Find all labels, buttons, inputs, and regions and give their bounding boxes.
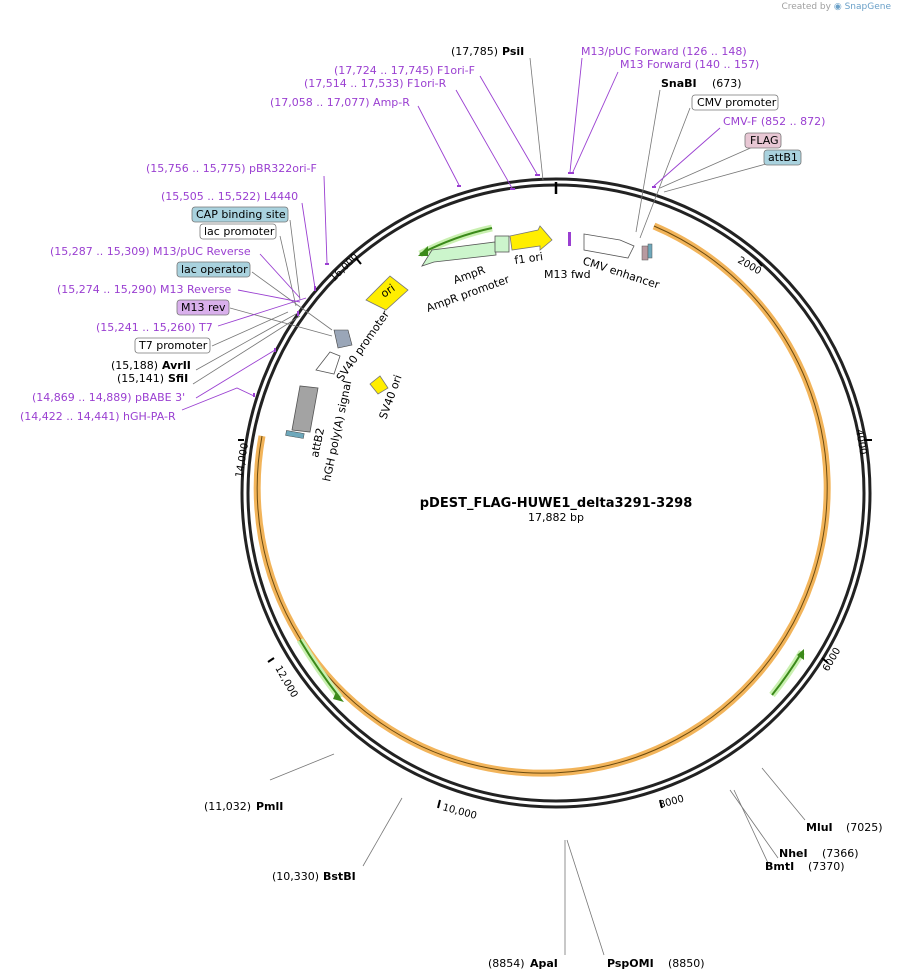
box-lac-operator-label: lac operator (181, 263, 248, 276)
ampr-promoter-box (494, 235, 510, 253)
f1-ori-arrow (509, 225, 553, 251)
promoter-cluster (333, 329, 353, 349)
site-bmti-pos: (7370) (808, 860, 845, 873)
orf-arc-line (256, 225, 828, 774)
site-psii-name: PsiI (502, 45, 524, 58)
box-cap-label: CAP binding site (196, 208, 286, 221)
site-apai-pos: (8854) (488, 957, 525, 970)
primer-t7: (15,241 .. 15,260) T7 (96, 321, 213, 334)
green-arrowhead-1 (333, 692, 344, 702)
site-avrii-pos: (15,188) (111, 359, 158, 372)
box-cmv-promoter (691, 94, 779, 111)
primer-m13puc-fwd: M13/pUC Forward (126 .. 148) (581, 45, 747, 58)
site-apai-name: ApaI (530, 957, 558, 970)
primer-m13puc-rev: (15,287 .. 15,309) M13/pUC Reverse (50, 245, 251, 258)
primer-m13-rev: (15,274 .. 15,290) M13 Reverse (57, 283, 231, 296)
site-snabi-name: SnaBI (661, 77, 697, 90)
credit-brand: SnapGene (844, 2, 891, 12)
label-m13-fwd: M13 fwd (544, 268, 591, 281)
label-f1-ori: f1 ori (514, 250, 544, 267)
primer-hgh-pa-r: (14,422 .. 14,441) hGH-PA-R (20, 410, 176, 423)
site-pmli-pos: (11,032) (204, 800, 251, 813)
primer-f1ori-f: (17,724 .. 17,745) F1ori-F (334, 64, 475, 77)
box-lac-promoter-label: lac promoter (204, 225, 275, 238)
site-snabi-pos: (673) (712, 77, 742, 90)
site-bmti-name: BmtI (765, 860, 794, 873)
box-lac-promoter (199, 223, 277, 240)
site-bstbi-pos: (10,330) (272, 870, 319, 883)
box-cmv-promoter-label: CMV promoter (697, 96, 777, 109)
primer-pbr322: (15,756 .. 15,775) pBR322ori-F (146, 162, 317, 175)
credit-prefix: Created by (781, 2, 831, 12)
box-cap (191, 206, 289, 223)
box-m13-rev-label: M13 rev (181, 301, 226, 314)
site-mlui-name: MluI (806, 821, 833, 834)
site-psii-pos: (17,785) (451, 45, 498, 58)
tick-marks (238, 257, 872, 809)
green-arc-2 (771, 651, 803, 696)
site-avrii-name: AvrII (162, 359, 191, 372)
label-cmv-enhancer: CMV enhancer (581, 254, 662, 291)
box-lac-operator (176, 261, 251, 278)
plasmid-name: pDEST_FLAG-HUWE1_delta3291-3298 (420, 496, 693, 511)
box-attb1-label: attB1 (768, 151, 798, 164)
site-nhei-name: NheI (779, 847, 808, 860)
green-arrowhead-3 (418, 246, 428, 256)
primer-l4440: (15,505 .. 15,522) L4440 (161, 190, 298, 203)
attb1-mark (647, 243, 653, 259)
primer-connectors (181, 57, 721, 411)
attb2-mark (285, 430, 305, 439)
ori-arrow (365, 275, 409, 311)
box-flag-label: FLAG (750, 134, 779, 147)
site-pmli-name: PmlI (256, 800, 283, 813)
credit: Created by ◉ SnapGene (781, 2, 891, 12)
site-bstbi-name: BstBI (323, 870, 356, 883)
tick-10000: 10,000 (441, 802, 478, 822)
box-t7-promoter-label: T7 promoter (138, 339, 208, 352)
site-sfii-name: SfiI (168, 372, 188, 385)
site-sfii-pos: (15,141) (117, 372, 164, 385)
sv40-ori-box (369, 375, 389, 395)
site-pspomi-pos: (8850) (668, 957, 705, 970)
primer-cmv-f: CMV-F (852 .. 872) (723, 115, 825, 128)
primer-amp-r: (17,058 .. 17,077) Amp-R (270, 96, 410, 109)
site-nhei-pos: (7366) (822, 847, 859, 860)
tick-16000: 16,000 (328, 252, 361, 285)
backbone-outer (240, 177, 872, 809)
flag-mark (641, 245, 649, 261)
tick-2000: 2000 (736, 255, 764, 277)
green-arrowhead-2 (797, 649, 804, 660)
tick-8000: 8000 (658, 794, 685, 811)
cmv-enhancer-arrow (583, 233, 635, 259)
primer-pbabe: (14,869 .. 14,889) pBABE 3' (32, 391, 185, 404)
site-mlui-pos: (7025) (846, 821, 883, 834)
label-attb2: attB2 (308, 427, 327, 459)
snapgene-logo-icon: ◉ (833, 2, 842, 12)
box-t7-promoter (134, 337, 211, 354)
sv40-promoter-arrow (315, 351, 341, 375)
primer-m13-fwd: M13 Forward (140 .. 157) (620, 58, 759, 71)
tick-4000: 4000 (853, 429, 868, 456)
box-attb1 (763, 149, 802, 166)
box-m13-rev (176, 299, 230, 316)
plasmid-length: 17,882 bp (528, 511, 584, 524)
box-flag (744, 132, 782, 149)
hgh-polya-box (291, 385, 319, 433)
site-connectors (192, 57, 806, 956)
primer-f1ori-r: (17,514 .. 17,533) F1ori-R (304, 77, 447, 90)
site-pspomi-name: PspOMI (607, 957, 654, 970)
m13-fwd-mark (568, 232, 571, 246)
